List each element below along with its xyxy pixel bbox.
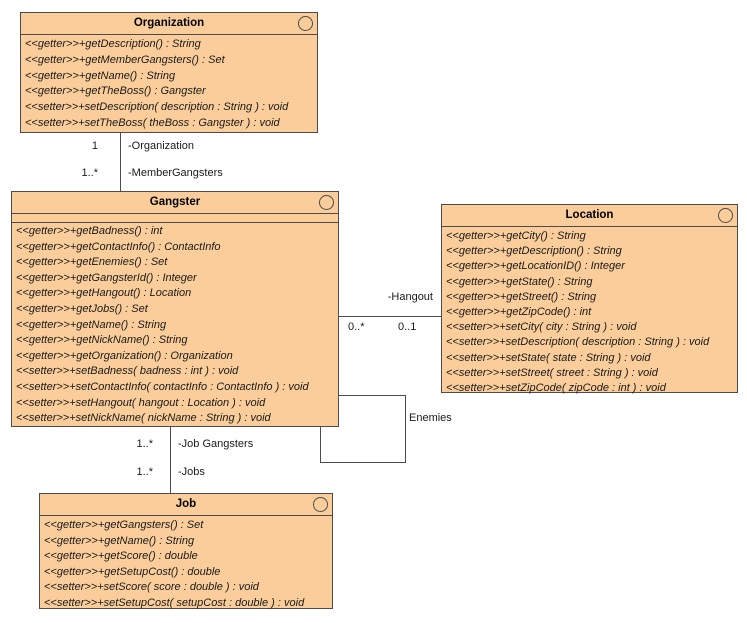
role-organization-end: -Organization: [128, 140, 195, 152]
class-name-location: Location: [565, 209, 614, 221]
method-row: <<setter>>+setBadness( badness : int ) :…: [16, 365, 239, 378]
method-row: <<setter>>+setSetupCost( setupCost : dou…: [44, 596, 305, 609]
method-row: <<getter>>+getName() : String: [16, 318, 167, 331]
method-row: <<setter>>+setDescription( description :…: [446, 336, 710, 349]
class-name-gangster: Gangster: [149, 196, 201, 208]
method-row: <<setter>>+setCity( city : String ) : vo…: [446, 321, 637, 334]
method-row: <<getter>>+getGangsters() : Set: [44, 519, 204, 531]
multiplicity-membergangsters-end: 1..*: [81, 167, 98, 179]
method-row: <<getter>>+getNickName() : String: [16, 334, 188, 347]
class-title-bar: Organization: [21, 13, 317, 35]
class-box-job: Job <<getter>>+getGangsters() : Set <<ge…: [39, 493, 333, 609]
class-title-bar: Gangster: [12, 192, 338, 214]
method-row: <<getter>>+getDescription() : String: [25, 38, 201, 50]
method-row: <<getter>>+getState() : String: [446, 275, 593, 288]
method-row: <<setter>>+setContactInfo( contactInfo :…: [16, 380, 309, 393]
association-organization-gangster-line: [120, 133, 121, 191]
method-row: <<getter>>+getHangout() : Location: [16, 287, 192, 300]
method-row: <<getter>>+getZipCode() : int: [446, 306, 592, 319]
class-name-organization: Organization: [133, 17, 205, 29]
multiplicity-jobs-end: 1..*: [136, 466, 153, 478]
method-row: <<setter>>+setStreet( street : String ) …: [446, 366, 658, 379]
method-row: <<setter>>+setNickName( nickName : Strin…: [16, 412, 271, 425]
method-row: <<getter>>+getOrganization() : Organizat…: [16, 349, 233, 362]
class-name-job: Job: [175, 498, 197, 510]
method-row: <<getter>>+getSetupCost() : double: [44, 565, 221, 578]
class-box-organization: Organization <<getter>>+getDescription()…: [20, 12, 318, 133]
method-row: <<setter>>+setDescription( description :…: [25, 101, 289, 114]
methods-compartment: <<getter>>+getBadness() : int <<getter>>…: [12, 223, 338, 427]
method-row: <<getter>>+getGangsterId() : Integer: [16, 271, 197, 284]
circle-icon: [298, 16, 313, 31]
circle-icon: [718, 208, 733, 223]
method-row: <<getter>>+getCity() : String: [446, 230, 586, 242]
association-enemies-segment-top: [339, 395, 406, 396]
association-gangster-job-line: [170, 427, 171, 493]
method-row: <<getter>>+getContactInfo() : ContactInf…: [16, 240, 221, 253]
method-row: <<getter>>+getJobs() : Set: [16, 302, 148, 315]
class-title-bar: Job: [40, 494, 332, 516]
methods-compartment: <<getter>>+getDescription() : String <<g…: [21, 35, 317, 132]
class-box-location: Location <<getter>>+getCity() : String <…: [441, 204, 738, 396]
association-enemies-segment-bottom: [320, 462, 406, 463]
multiplicity-organization-end: 1: [91, 140, 98, 152]
class-title-bar: Location: [442, 205, 737, 227]
association-enemies-segment-left: [320, 427, 321, 463]
association-gangster-location-line: [339, 316, 441, 317]
method-row: <<getter>>+getScore() : double: [44, 550, 198, 562]
method-row: <<setter>>+setTheBoss( theBoss : Gangste…: [25, 116, 280, 129]
multiplicity-gangster-end: 0..*: [348, 321, 365, 333]
method-row: <<getter>>+getMemberGangsters() : Set: [25, 53, 225, 66]
method-row: <<getter>>+getName() : String: [44, 534, 195, 547]
role-hangout: -Hangout: [387, 291, 433, 303]
methods-compartment: <<getter>>+getGangsters() : Set <<getter…: [40, 516, 332, 611]
method-row: <<setter>>+setState( state : String ) : …: [446, 351, 651, 364]
attributes-compartment-empty: [12, 214, 338, 223]
role-jobs-end: -Jobs: [178, 466, 205, 478]
role-membergangsters-end: -MemberGangsters: [128, 167, 223, 179]
method-row: <<getter>>+getName() : String: [25, 69, 176, 82]
circle-icon: [313, 497, 328, 512]
method-row: <<getter>>+getStreet() : String: [446, 290, 597, 303]
method-row: <<getter>>+getTheBoss() : Gangster: [25, 85, 206, 98]
multiplicity-location-end: 0..1: [398, 321, 417, 333]
method-row: <<getter>>+getBadness() : int: [16, 225, 163, 237]
role-jobgangsters-end: -Job Gangsters: [178, 438, 254, 450]
method-row: <<getter>>+getDescription() : String: [446, 245, 622, 258]
method-row: <<getter>>+getLocationID() : Integer: [446, 260, 625, 273]
method-row: <<setter>>+setZipCode( zipCode : int ) :…: [446, 382, 666, 395]
multiplicity-jobgangsters-end: 1..*: [136, 438, 153, 450]
method-row: <<setter>>+setHangout( hangout : Locatio…: [16, 396, 266, 409]
method-row: <<getter>>+getEnemies() : Set: [16, 256, 168, 269]
role-enemies: Enemies: [409, 412, 452, 424]
circle-icon: [319, 195, 334, 210]
methods-compartment: <<getter>>+getCity() : String <<getter>>…: [442, 227, 737, 396]
method-row: <<setter>>+setScore( score : double ) : …: [44, 581, 259, 593]
association-enemies-segment-right: [405, 395, 406, 463]
class-box-gangster: Gangster <<getter>>+getBadness() : int <…: [11, 191, 339, 427]
